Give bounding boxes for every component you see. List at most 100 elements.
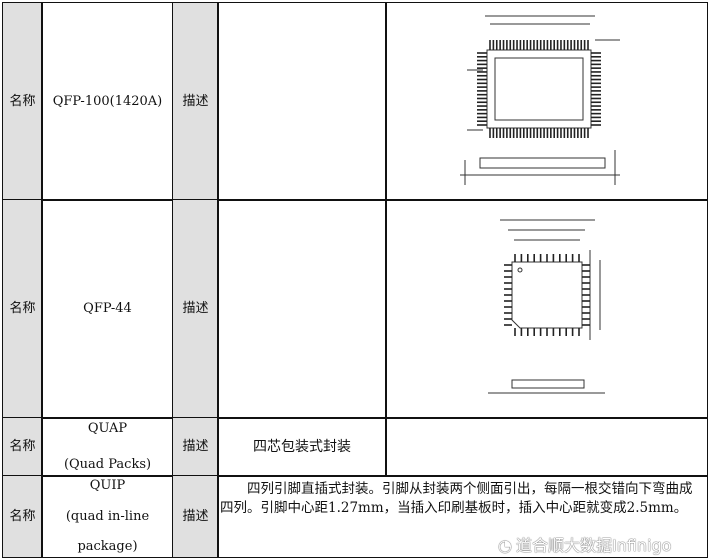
- pin: [559, 254, 561, 262]
- pin: [591, 98, 601, 100]
- pin: [533, 254, 535, 262]
- description-text: 四芯包装式封装: [253, 438, 351, 456]
- name-label-text: 名称: [9, 93, 35, 111]
- pin: [477, 101, 487, 103]
- pin: [591, 105, 601, 107]
- pin: [591, 113, 601, 115]
- name-label-text: 名称: [9, 300, 35, 318]
- package-name-line: (quad in-line: [66, 508, 149, 526]
- pin: [591, 101, 601, 103]
- pin: [582, 324, 590, 326]
- pin: [547, 128, 549, 138]
- pin: [499, 40, 501, 50]
- pin: [477, 60, 487, 62]
- pin: [543, 40, 545, 50]
- pin: [580, 40, 582, 50]
- pin: [493, 40, 495, 50]
- pin: [540, 40, 542, 50]
- pin: [578, 328, 580, 336]
- desc-label: 描述: [172, 475, 219, 558]
- pin: [564, 40, 566, 50]
- pin: [477, 109, 487, 111]
- package-name-text: QFP-100(1420A): [53, 93, 163, 111]
- pin: [540, 328, 542, 336]
- pin: [527, 254, 529, 262]
- pin: [504, 312, 512, 314]
- package-name-line: package): [77, 538, 137, 556]
- pin: [570, 128, 572, 138]
- pin: [514, 254, 516, 262]
- pin: [587, 40, 589, 50]
- pin: [493, 128, 495, 138]
- pin: [477, 86, 487, 88]
- pin: [477, 64, 487, 66]
- pin: [521, 328, 523, 336]
- pin: [477, 90, 487, 92]
- pin: [574, 40, 576, 50]
- pin: [496, 40, 498, 50]
- package-name: QUAP (Quad Packs): [41, 417, 174, 477]
- pin: [572, 328, 574, 336]
- pin: [553, 128, 555, 138]
- pin: [504, 264, 512, 266]
- pin: [504, 294, 512, 296]
- pin: [489, 128, 491, 138]
- package-name: QFP-100(1420A): [41, 2, 174, 201]
- pin: [591, 124, 601, 126]
- pin: [574, 128, 576, 138]
- pin: [477, 94, 487, 96]
- pin: [546, 328, 548, 336]
- pin: [520, 40, 522, 50]
- pin: [540, 128, 542, 138]
- package-name-line: (Quad Packs): [64, 456, 151, 474]
- pin: [540, 254, 542, 262]
- pin: [582, 270, 590, 272]
- pin: [516, 128, 518, 138]
- pin: [582, 282, 590, 284]
- pin: [477, 52, 487, 54]
- pin: [477, 98, 487, 100]
- pin: [503, 40, 505, 50]
- pin: [587, 128, 589, 138]
- pin: [591, 90, 601, 92]
- package-name-line: QUAP: [88, 420, 127, 438]
- pin: [567, 40, 569, 50]
- name-label-text: 名称: [9, 438, 35, 456]
- pin: [513, 128, 515, 138]
- pin: [477, 113, 487, 115]
- pin: [504, 318, 512, 320]
- pin: [577, 128, 579, 138]
- figure-cell: [385, 417, 708, 477]
- watermark-text: 道合顺大数据Infinigo: [516, 537, 671, 555]
- package-name-line: QUIP: [90, 477, 126, 495]
- pin: [533, 128, 535, 138]
- pin: [582, 318, 590, 320]
- desc-label: 描述: [172, 417, 219, 477]
- pin: [553, 254, 555, 262]
- pin: [572, 254, 574, 262]
- pin: [506, 40, 508, 50]
- pin: [564, 128, 566, 138]
- pin: [509, 128, 511, 138]
- pin: [560, 40, 562, 50]
- name-label: 名称: [2, 199, 43, 419]
- pin: [514, 328, 516, 336]
- desc-label-text: 描述: [182, 508, 208, 526]
- pin: [557, 128, 559, 138]
- pin: [477, 56, 487, 58]
- pin: [543, 128, 545, 138]
- pin: [504, 276, 512, 278]
- pin: [565, 328, 567, 336]
- pin: [559, 328, 561, 336]
- pin: [553, 40, 555, 50]
- pin: [477, 79, 487, 81]
- desc-label: 描述: [172, 2, 219, 201]
- watermark: ◔道合顺大数据Infinigo: [498, 537, 671, 555]
- pin: [570, 40, 572, 50]
- pin: [477, 105, 487, 107]
- name-label-text: 名称: [9, 508, 35, 526]
- pin: [513, 40, 515, 50]
- pin: [504, 306, 512, 308]
- desc-label-text: 描述: [182, 438, 208, 456]
- pin: [591, 117, 601, 119]
